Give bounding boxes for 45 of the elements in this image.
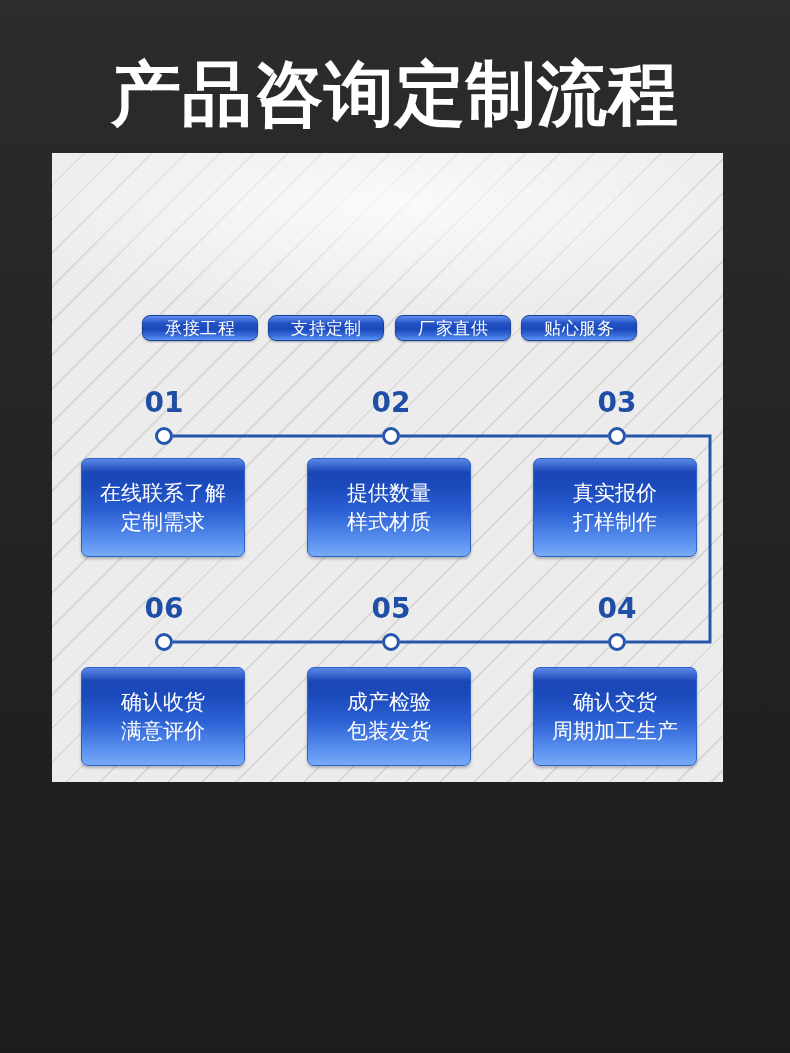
step-number: 04 <box>596 593 638 625</box>
tag-label: 贴心服务 <box>544 318 614 338</box>
step-number: 05 <box>370 593 412 625</box>
step-card <box>307 458 471 557</box>
step-label: 确认交货 <box>573 688 657 716</box>
step-label: 满意评价 <box>121 717 205 745</box>
feature-tag <box>521 315 637 341</box>
step-label: 在线联系了解 <box>100 479 226 507</box>
page-title: 产品咨询定制流程 <box>110 52 680 137</box>
feature-tag <box>268 315 384 341</box>
connector-line <box>626 434 712 644</box>
step-number: 02 <box>370 387 412 419</box>
timeline-node <box>608 427 626 445</box>
step-card <box>533 667 697 766</box>
connector-line <box>173 434 382 438</box>
feature-tag <box>395 315 511 341</box>
feature-tag <box>142 315 258 341</box>
step-label: 定制需求 <box>121 508 205 536</box>
step-number: 03 <box>596 387 638 419</box>
step-card <box>81 458 245 557</box>
step-card <box>307 667 471 766</box>
step-label: 打样制作 <box>573 508 657 536</box>
tag-label: 厂家直供 <box>418 318 488 338</box>
step-number: 06 <box>143 593 185 625</box>
step-card <box>81 667 245 766</box>
timeline-node <box>382 633 400 651</box>
tag-label: 承接工程 <box>165 318 235 338</box>
step-label: 真实报价 <box>573 479 657 507</box>
timeline-node <box>382 427 400 445</box>
step-card <box>533 458 697 557</box>
tag-label: 支持定制 <box>291 318 361 338</box>
timeline-node <box>608 633 626 651</box>
timeline-node <box>155 633 173 651</box>
connector-line <box>400 640 608 644</box>
step-number: 01 <box>143 387 185 419</box>
step-label: 提供数量 <box>347 479 431 507</box>
step-label: 周期加工生产 <box>552 717 678 745</box>
connector-line <box>173 640 382 644</box>
timeline-node <box>155 427 173 445</box>
step-label: 成产检验 <box>347 688 431 716</box>
connector-line <box>400 434 608 438</box>
step-label: 样式材质 <box>347 508 431 536</box>
content-panel <box>52 153 723 782</box>
step-label: 确认收货 <box>121 688 205 716</box>
step-label: 包装发货 <box>347 717 431 745</box>
